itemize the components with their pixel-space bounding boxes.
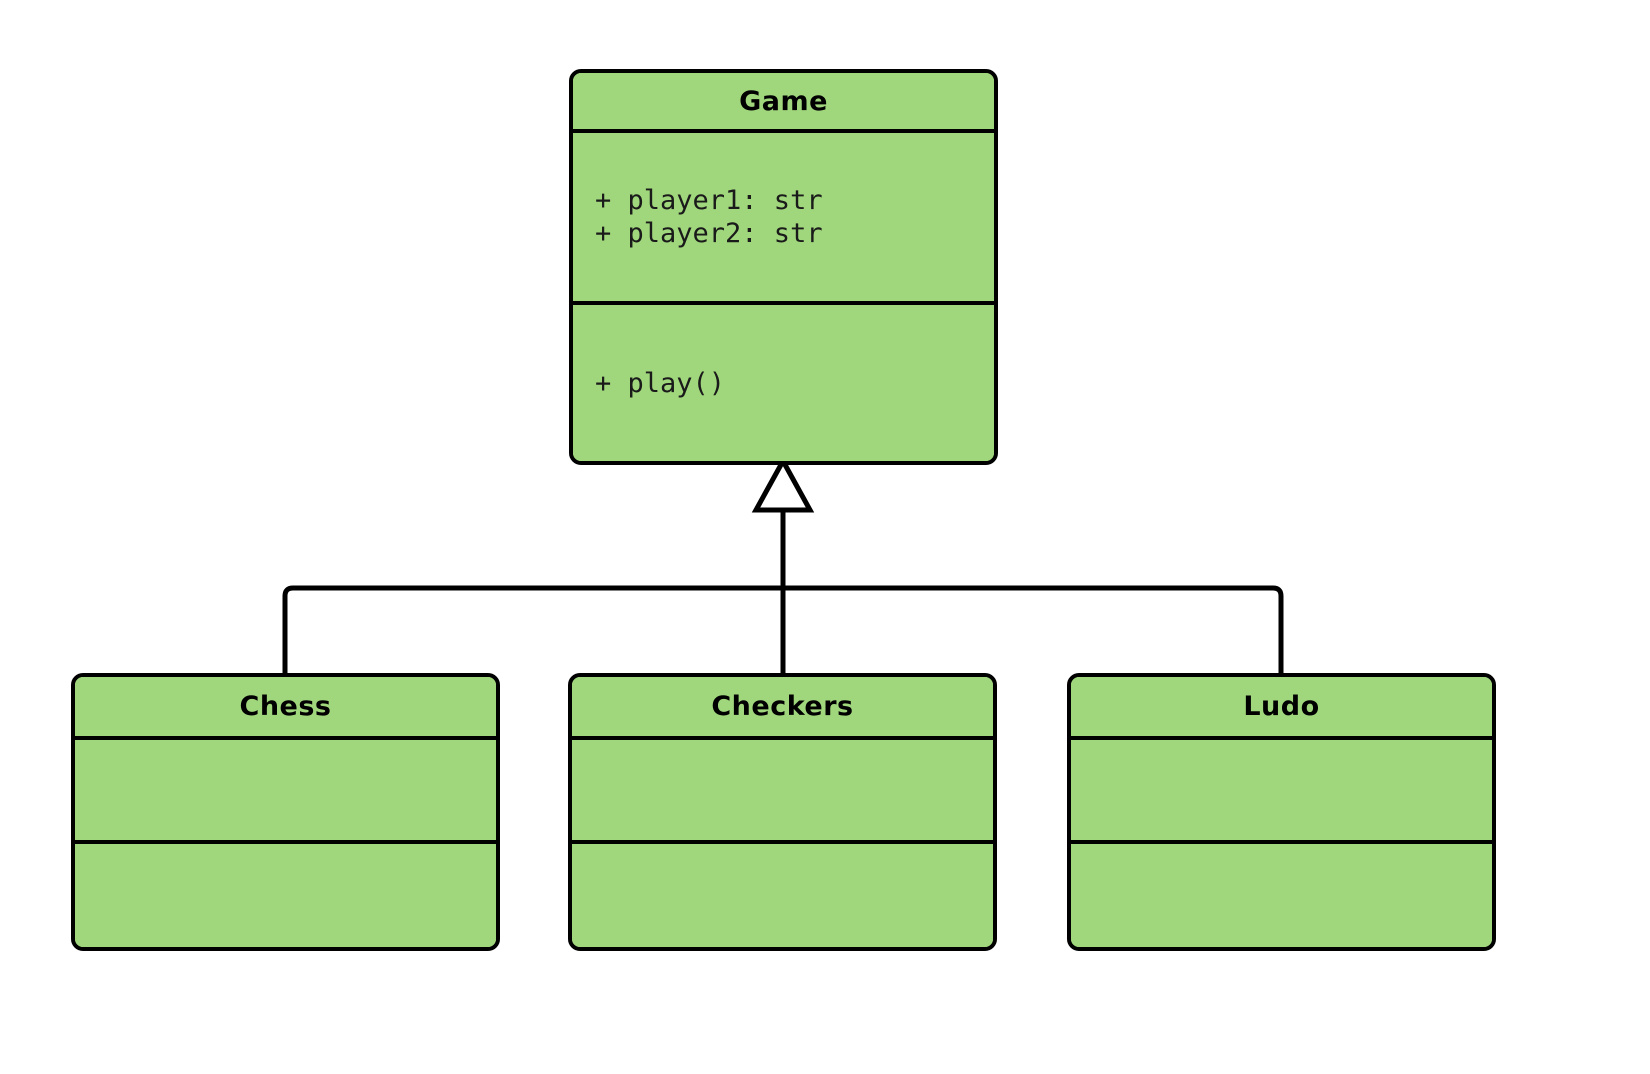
operations-compartment-game: + play()	[573, 305, 994, 461]
operations-compartment-ludo	[1071, 844, 1492, 947]
inheritance-branch-ludo	[1272, 585, 1284, 673]
attributes-compartment-ludo	[1071, 740, 1492, 844]
operation-play: + play()	[595, 367, 726, 399]
attribute-player1: + player1: str	[595, 185, 823, 216]
class-name-chess: Chess	[75, 677, 496, 740]
attributes-compartment-checkers	[572, 740, 993, 844]
uml-class-ludo[interactable]: Ludo	[1067, 673, 1496, 951]
attribute-player2: + player2: str	[595, 218, 823, 249]
attributes-compartment-game: + player1: str + player2: str	[573, 133, 994, 305]
generalization-arrowhead	[751, 455, 815, 513]
operations-compartment-chess	[75, 844, 496, 947]
operations-compartment-checkers	[572, 844, 993, 947]
inheritance-branch-chess	[282, 585, 294, 673]
uml-class-chess[interactable]: Chess	[71, 673, 500, 951]
class-name-ludo: Ludo	[1071, 677, 1492, 740]
attributes-compartment-chess	[75, 740, 496, 844]
class-name-checkers: Checkers	[572, 677, 993, 740]
uml-class-game[interactable]: Game + player1: str + player2: str + pla…	[569, 69, 998, 465]
class-name-game: Game	[573, 73, 994, 133]
uml-class-checkers[interactable]: Checkers	[568, 673, 997, 951]
